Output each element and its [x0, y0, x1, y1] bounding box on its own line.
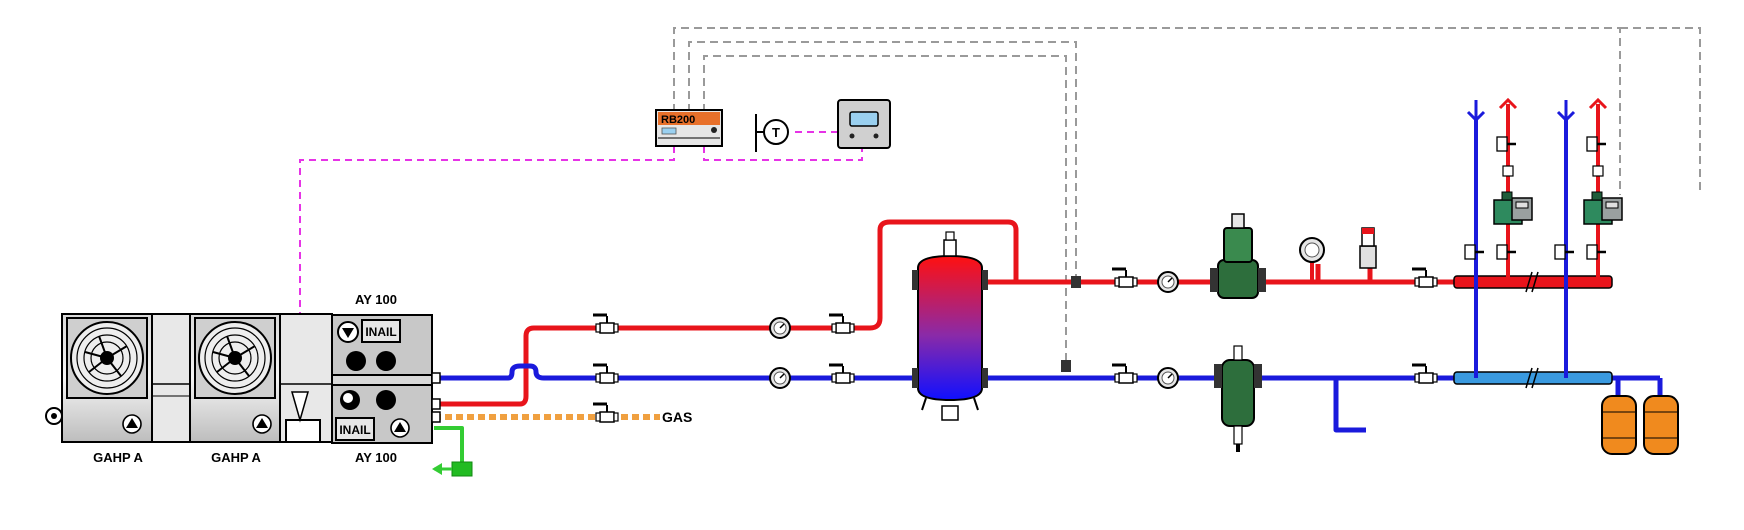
inail-label: INAIL: [365, 325, 396, 339]
ay100-unit-bottom[interactable]: INAIL: [331, 384, 433, 444]
circulator-pump-icon[interactable]: [1493, 191, 1533, 225]
thermometer-icon: [1157, 367, 1179, 389]
ball-valve-icon[interactable]: [1495, 135, 1518, 153]
gahp-unit-2[interactable]: [189, 313, 281, 443]
cold-line-right-components: [1110, 345, 1439, 452]
inail-label: INAIL: [339, 423, 370, 437]
heating-circuit-2: [1553, 97, 1623, 378]
safety-valve: [1359, 227, 1377, 269]
hot-manifold: [1453, 271, 1613, 293]
ball-valve-icon[interactable]: [1410, 267, 1439, 289]
arrow-up-icon: [1588, 97, 1608, 110]
ball-valve-icon[interactable]: [1585, 243, 1608, 261]
gahp-unit-1[interactable]: [45, 313, 153, 443]
ay100-unit-top[interactable]: INAIL: [331, 314, 433, 376]
gas-valve[interactable]: [591, 402, 620, 424]
fan-icon: [66, 317, 148, 399]
temperature-sensor: [1071, 276, 1081, 288]
pressure-regulator[interactable]: [1210, 213, 1266, 299]
condensate-drain: [432, 426, 473, 477]
thermometer-icon: [769, 317, 791, 339]
ball-valve-icon[interactable]: [591, 363, 620, 385]
ball-valve-icon[interactable]: [591, 313, 620, 335]
expansion-tank-2[interactable]: [1643, 395, 1679, 455]
cold-manifold: [1453, 367, 1613, 389]
expansion-tank-1[interactable]: [1601, 395, 1637, 455]
arrow-left-icon: [432, 463, 442, 475]
signal-lines: [299, 131, 863, 410]
gas-line: GAS: [434, 402, 692, 425]
check-valve: [1592, 165, 1604, 177]
gahp-unit-1-label: GAHP A: [93, 450, 143, 465]
circulator-pump-icon: [122, 414, 142, 434]
room-thermostat[interactable]: T: [755, 114, 789, 152]
ball-valve-icon[interactable]: [1410, 363, 1439, 385]
ball-valve-icon[interactable]: [1553, 243, 1576, 261]
check-valve: [1502, 165, 1514, 177]
temperature-sensor: [1061, 360, 1071, 372]
ball-valve-icon[interactable]: [1110, 363, 1139, 385]
ball-valve-icon[interactable]: [1463, 243, 1486, 261]
pressure-gauge-icon: [1299, 237, 1325, 282]
circulator-pump-icon: [390, 418, 410, 438]
heating-circuit-1: [1463, 97, 1533, 378]
ball-valve-icon[interactable]: [827, 363, 856, 385]
circulator-pump-icon[interactable]: [1583, 191, 1623, 225]
control-box: [285, 419, 321, 443]
buffer-tank[interactable]: [912, 231, 988, 421]
rb200-label: RB200: [661, 114, 695, 126]
ball-valve-icon[interactable]: [1495, 243, 1518, 261]
thermometer-icon: [769, 367, 791, 389]
arrow-up-icon: [1498, 97, 1518, 110]
dirt-separator[interactable]: [1214, 345, 1262, 452]
display-panel[interactable]: [837, 99, 891, 149]
gas-label: GAS: [662, 409, 692, 425]
thermometer-icon: [763, 119, 789, 145]
fan-icon: [194, 317, 276, 399]
hot-line-right-components: [1110, 213, 1439, 299]
thermometer-icon: [1157, 271, 1179, 293]
control-bus-lines: [673, 27, 1701, 366]
ball-valve-icon[interactable]: [827, 313, 856, 335]
unit-connectors: [431, 372, 441, 423]
ball-valve-icon[interactable]: [1110, 267, 1139, 289]
ay100-top-label: AY 100: [355, 292, 397, 307]
gahp-unit-2-label: GAHP A: [211, 450, 261, 465]
circulator-pump-icon: [252, 414, 272, 434]
ay100-bottom-label: AY 100: [355, 450, 397, 465]
rb200-controller[interactable]: RB200: [655, 109, 723, 147]
ball-valve-icon[interactable]: [1585, 135, 1608, 153]
thermostat-label: T: [772, 125, 780, 140]
